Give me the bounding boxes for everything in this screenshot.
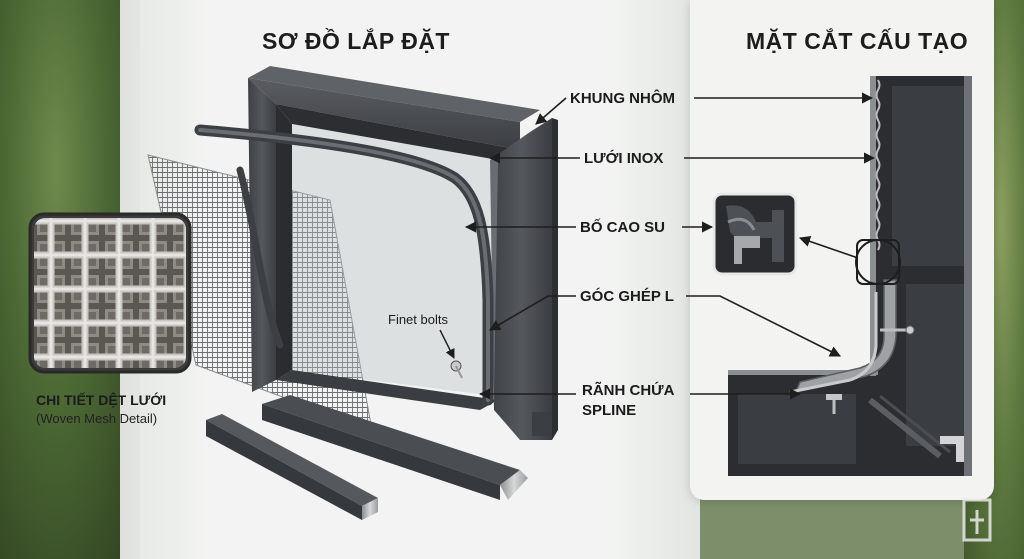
label-finet-bolts: Finet bolts [388,312,448,327]
mesh-detail-title: CHI TIẾT DỆT LƯỚI [36,392,167,408]
rubber-gasket [194,124,494,406]
label-spline-groove-2: SPLINE [582,402,637,419]
bottom-rail [262,395,528,500]
cross-section-drawing [728,76,972,476]
cross-section-title: MẶT CẮT CẤU TẠO [746,28,969,54]
leader-arrows [439,92,876,400]
label-aluminum-frame: KHUNG NHÔM [570,90,675,107]
mesh-detail-subtitle: (Woven Mesh Detail) [36,411,158,426]
label-rubber-gasket: BỐ CAO SU [580,219,666,236]
label-l-corner: GÓC GHÉP L [580,288,674,305]
gasket-zoom-detail [712,192,798,276]
woven-mesh-detail [28,212,192,374]
label-stainless-mesh: LƯỚI INOX [584,150,664,167]
finet-bolt [450,360,463,379]
aluminum-frame [248,66,558,440]
label-spline-groove-1: RÃNH CHỨA [582,382,675,399]
bottom-channel [206,414,378,520]
assembly-title: SƠ ĐỒ LẮP ĐẶT [262,28,450,54]
brand-logo [962,498,992,542]
